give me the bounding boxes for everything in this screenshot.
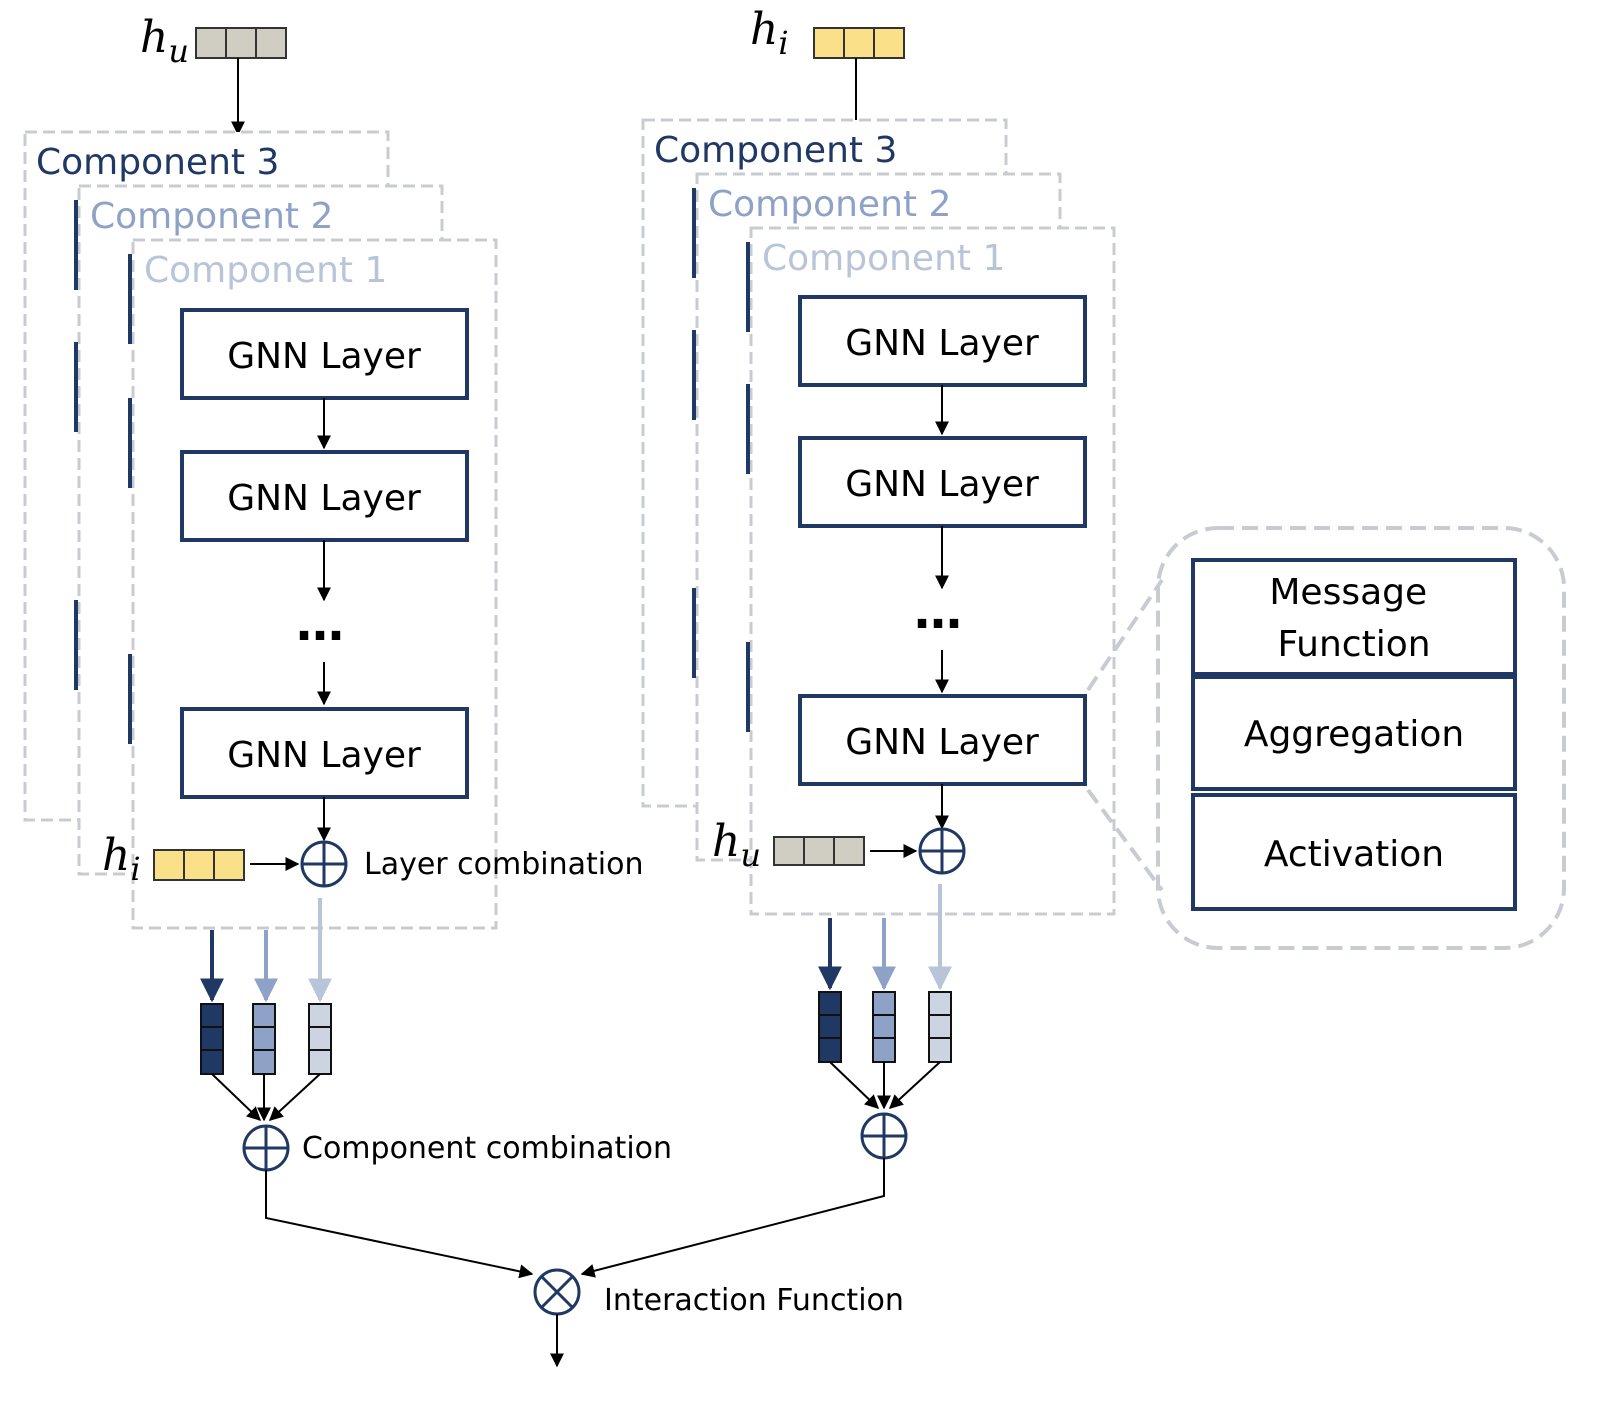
- right-gnn-layer-1: GNN Layer: [798, 295, 1087, 387]
- svg-text:Message Function: Message Function: [1269, 572, 1438, 665]
- svg-text:GNN Layer: GNN Layer: [845, 323, 1039, 364]
- right-gnn-layer-2: GNN Layer: [798, 436, 1087, 528]
- right-component-1-label: Component 1: [762, 238, 1005, 279]
- left-gnn-layer-1: GNN Layer: [180, 308, 469, 400]
- interaction-section: Interaction Function: [265, 1158, 904, 1368]
- right-component-combination-node: [860, 1112, 908, 1160]
- svg-text:GNN Layer: GNN Layer: [845, 464, 1039, 505]
- left-input-vector: [195, 27, 287, 59]
- left-combo-input-vector: [153, 849, 245, 881]
- right-ellipsis: …: [914, 584, 962, 640]
- right-tower: hi Component 3 Component 2 Component 1 G…: [641, 4, 1116, 1160]
- right-combo-input-vector: [773, 836, 865, 866]
- message-function-block: Message Function: [1191, 558, 1517, 676]
- left-component-1-label: Component 1: [144, 250, 387, 291]
- right-gnn-layer-3: GNN Layer: [798, 694, 1087, 786]
- left-ellipsis: …: [296, 596, 344, 652]
- left-component-combination-node: [242, 1124, 290, 1172]
- left-layer-combination-node: [300, 840, 348, 888]
- right-component-2-label: Component 2: [708, 184, 951, 225]
- left-output-vector-1: [308, 1003, 332, 1075]
- right-output-vector-3: [818, 991, 842, 1063]
- left-tower: hu Component 3 Component 2 Component 1 G…: [23, 12, 672, 1172]
- right-input-vector: [813, 27, 905, 59]
- aggregation-block: Aggregation: [1191, 675, 1517, 791]
- svg-text:Activation: Activation: [1264, 834, 1444, 875]
- svg-text:Aggregation: Aggregation: [1244, 714, 1464, 755]
- right-output-vector-1: [928, 991, 952, 1063]
- right-component-3-label: Component 3: [654, 130, 897, 171]
- right-layer-combination-node: [918, 827, 966, 875]
- left-component-2-label: Component 2: [90, 196, 333, 237]
- left-input-symbol: hu: [140, 12, 189, 70]
- left-output-vector-3: [200, 1003, 224, 1075]
- svg-text:GNN Layer: GNN Layer: [845, 722, 1039, 763]
- right-output-vector-2: [872, 991, 896, 1063]
- left-layer-combination-label: Layer combination: [364, 847, 644, 882]
- left-output-vector-2: [252, 1003, 276, 1075]
- right-combo-input-symbol: hu: [712, 816, 761, 874]
- right-input-symbol: hi: [750, 4, 789, 62]
- activation-block: Activation: [1191, 793, 1517, 911]
- svg-text:GNN Layer: GNN Layer: [227, 735, 421, 776]
- left-combo-input-symbol: hi: [102, 830, 141, 888]
- left-component-combination-label: Component combination: [302, 1131, 672, 1166]
- left-gnn-layer-2: GNN Layer: [180, 450, 469, 542]
- left-gnn-layer-3: GNN Layer: [180, 707, 469, 799]
- svg-text:GNN Layer: GNN Layer: [227, 336, 421, 377]
- svg-text:GNN Layer: GNN Layer: [227, 478, 421, 519]
- left-component-3-label: Component 3: [36, 142, 279, 183]
- gnn-layer-detail-callout: Message Function Aggregation Activation: [1086, 526, 1566, 950]
- interaction-function-label: Interaction Function: [604, 1283, 904, 1318]
- interaction-function-node: [533, 1268, 581, 1316]
